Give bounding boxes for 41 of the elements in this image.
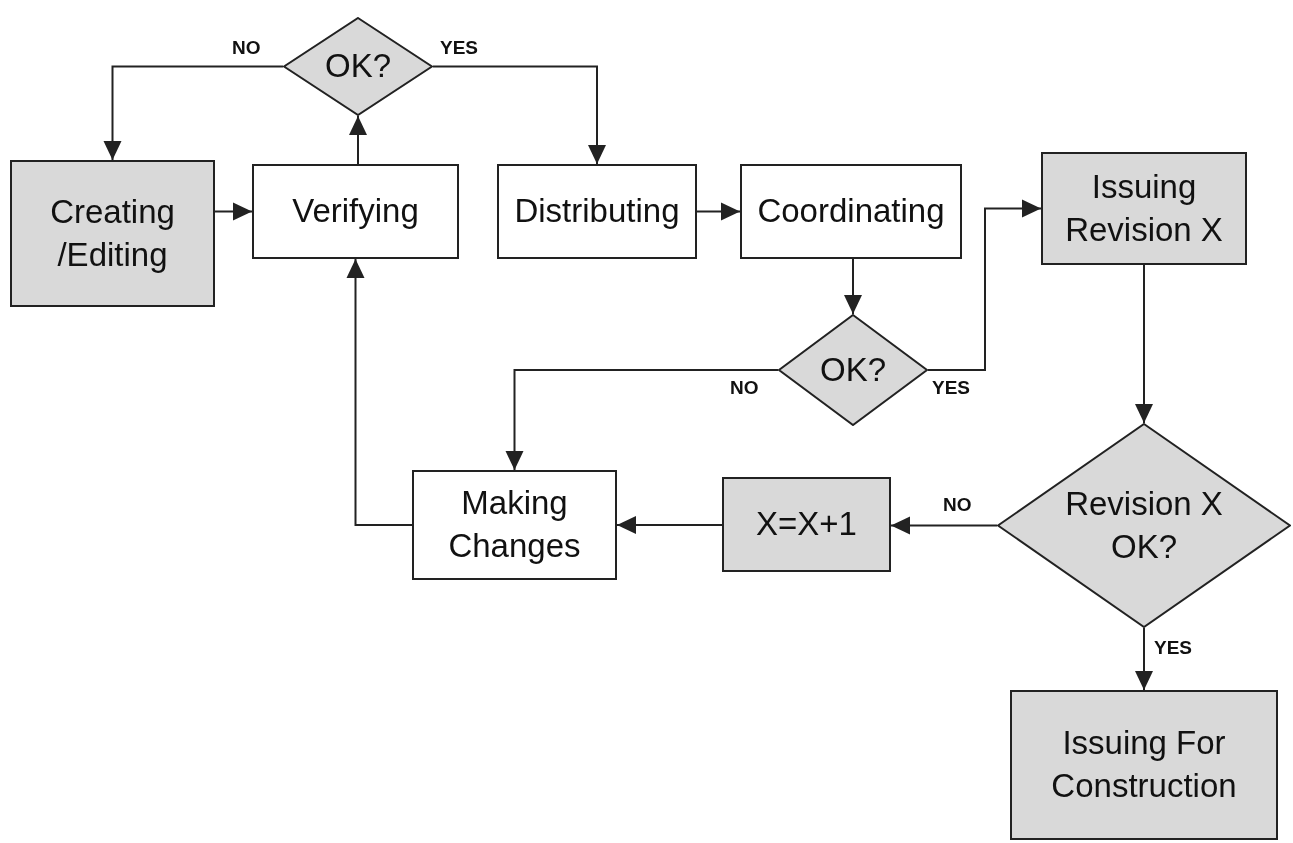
node-label: X=X+1 xyxy=(756,504,857,545)
node-label: Distributing xyxy=(514,191,680,232)
process-box xyxy=(722,477,891,572)
edge-label: NO xyxy=(943,495,972,514)
arrow xyxy=(616,516,723,534)
edge-label: NO xyxy=(730,378,759,397)
arrow xyxy=(696,202,741,221)
process-box xyxy=(252,164,459,259)
node-label: Coordinating xyxy=(757,191,945,232)
arrow xyxy=(1135,264,1153,424)
process-box xyxy=(1010,690,1278,840)
edge-label: YES xyxy=(1154,638,1193,657)
process-box xyxy=(740,164,962,259)
process-box xyxy=(1041,152,1247,265)
node-label: Revision X OK? xyxy=(1064,483,1224,567)
node-label: Verifying xyxy=(292,191,419,232)
arrow xyxy=(927,199,1042,371)
arrow xyxy=(1135,627,1153,691)
edge-label: YES xyxy=(440,38,479,57)
node-label: Making Changes xyxy=(447,483,582,566)
arrow xyxy=(505,369,779,471)
arrow xyxy=(346,258,413,526)
arrow xyxy=(103,65,284,161)
arrow xyxy=(349,115,367,165)
decision-diamond xyxy=(283,17,433,116)
arrow xyxy=(214,202,253,221)
node-label: OK? xyxy=(324,46,391,87)
node-label: Issuing For Construction xyxy=(1050,723,1238,806)
arrow xyxy=(890,516,998,535)
decision-diamond xyxy=(997,423,1291,628)
process-box xyxy=(412,470,617,580)
arrow xyxy=(844,258,862,315)
process-box xyxy=(10,160,215,307)
process-box xyxy=(497,164,697,259)
edge-label: YES xyxy=(932,378,971,397)
node-label: Creating /Editing xyxy=(49,191,176,275)
edge-label: NO xyxy=(232,38,261,57)
node-label: Issuing Revision X xyxy=(1064,166,1224,250)
arrow xyxy=(432,65,606,165)
decision-diamond xyxy=(778,314,928,426)
node-label: OK? xyxy=(819,349,886,390)
